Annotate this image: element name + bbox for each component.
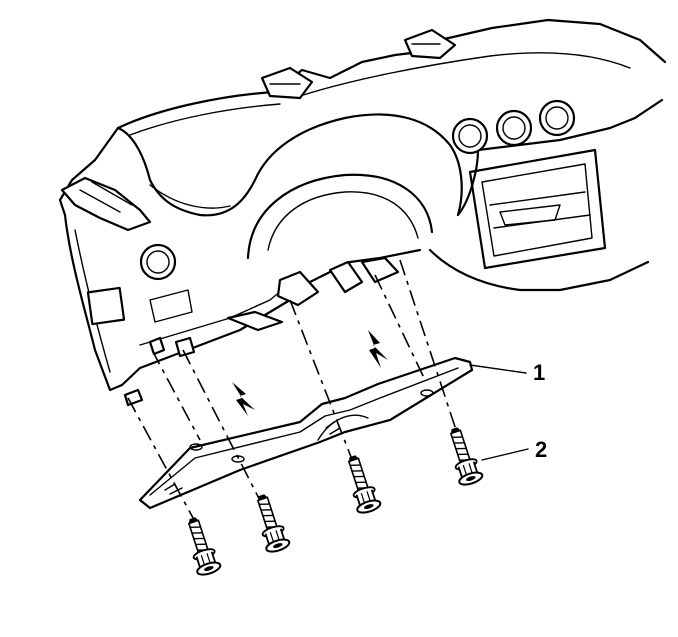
screws	[187, 427, 484, 576]
callouts: 1 2	[469, 360, 547, 462]
left-switch	[86, 286, 126, 326]
left-round-vent	[139, 243, 177, 281]
alignment-lines	[127, 259, 463, 541]
round-vents	[451, 99, 576, 155]
callout-1-label: 1	[533, 360, 545, 385]
knee-bolster-bracket	[138, 356, 474, 510]
defroster-vent-left	[260, 66, 314, 100]
screw-icon	[347, 455, 382, 514]
clip-symbols	[232, 330, 388, 416]
screw-icon	[256, 494, 291, 553]
screw-icon	[187, 517, 222, 576]
screw-icon	[449, 427, 484, 486]
radio-opening	[468, 148, 607, 270]
callout-2-label: 2	[535, 437, 547, 462]
instrument-panel	[58, 18, 667, 407]
